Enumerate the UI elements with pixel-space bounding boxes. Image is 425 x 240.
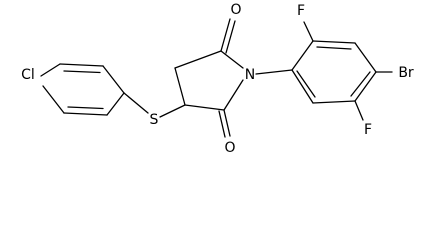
bond [312,100,356,104]
bond [218,110,226,138]
fluorine-bottom-label: F [364,122,372,138]
bond [40,63,61,77]
oxygen-top-label: O [230,2,241,18]
molecule-canvas: Cl S N O O F F Br [21,2,414,156]
bond [63,70,101,74]
bond [225,20,236,54]
bond [184,104,225,111]
bond [291,40,314,71]
bromine-label: Br [398,65,414,81]
bond [106,92,125,116]
bond [63,112,108,116]
bond [174,50,222,69]
bond [255,69,293,75]
bond [223,79,244,111]
oxygen-bottom-label: O [224,140,235,156]
nitrogen-label: N [245,67,255,83]
bond [312,40,356,44]
bond [296,70,316,98]
bond [220,18,231,52]
sulfur-label: S [150,112,159,128]
bond [291,69,314,104]
bond [42,85,65,114]
bond [303,21,314,42]
bond [220,50,244,69]
bond [159,104,186,118]
structure-diagram: Cl S N O O F F Br [21,2,414,156]
bond [316,46,352,50]
atom-labels: Cl S N O O F F Br [21,2,414,156]
bond [102,65,125,94]
bond [354,42,377,73]
chlorine-label: Cl [21,67,35,83]
bond [67,106,104,110]
fluorine-top-label: F [297,3,305,19]
bond [354,100,364,121]
bond [354,71,377,102]
bond [223,109,231,137]
bond [174,67,186,106]
bonds [40,18,393,138]
bond [59,63,104,67]
bond [350,71,371,97]
bond [123,92,149,114]
